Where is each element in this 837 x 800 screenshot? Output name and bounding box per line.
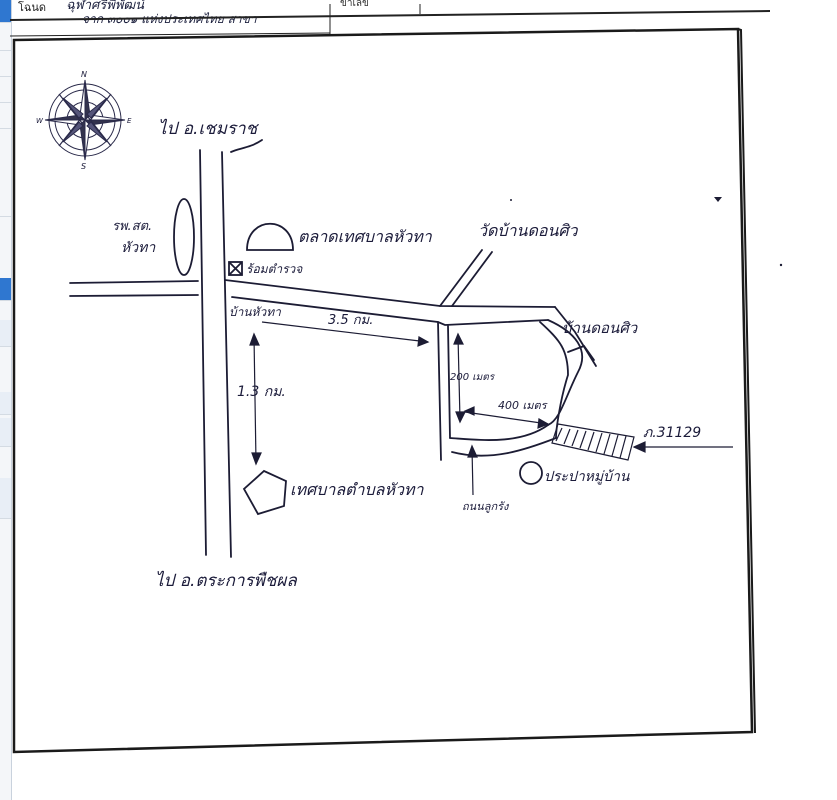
map-frame xyxy=(12,27,756,754)
compass-rose-icon xyxy=(44,79,126,161)
window-edge-row xyxy=(0,418,11,447)
police-cross-icon xyxy=(228,261,243,276)
window-edge-tab xyxy=(0,278,11,301)
top-handwriting-line-1: ฉุฬาศรีพิพัฒน์ xyxy=(66,0,145,13)
window-edge-row xyxy=(0,112,11,129)
label-police-box: ร้อมตำรวจ xyxy=(246,262,303,276)
label-to-south: ไป อ.ตระการพืชผล xyxy=(155,570,298,591)
window-edge-row xyxy=(0,478,11,519)
label-distance-400m: 400 เมตร xyxy=(498,399,549,412)
window-edge-row xyxy=(0,320,11,347)
window-edge-row xyxy=(0,392,11,415)
label-road-name: ถนนลูกรัง xyxy=(462,500,510,513)
municipality-pentagon-icon xyxy=(242,469,287,516)
window-edge-header xyxy=(0,0,11,23)
ink-marks xyxy=(510,197,783,267)
deed-field-label: โฉนด xyxy=(18,1,47,14)
landmarks xyxy=(173,198,543,516)
window-edge-row xyxy=(0,60,11,77)
label-hospital-line2: หัวทา xyxy=(121,240,156,256)
label-distance-south: 1.3 กม. xyxy=(237,384,286,400)
market-symbol-icon xyxy=(246,223,294,251)
roads xyxy=(69,139,597,558)
hospital-symbol-icon xyxy=(173,198,195,276)
label-hospital-line1: รพ.สต. xyxy=(112,219,152,234)
compass-east: E xyxy=(127,117,132,125)
form-lines xyxy=(9,4,771,37)
label-market: ตลาดเทศบาลหัวทา xyxy=(298,227,433,246)
label-distance-east: 3.5 กม. xyxy=(328,313,373,328)
label-temple: วัดบ้านดอนศิว xyxy=(478,221,579,240)
label-to-north: ไป อ.เชมราช xyxy=(158,118,260,139)
window-edge-row xyxy=(0,86,11,103)
label-distance-200m: 200 เมตร xyxy=(450,372,496,383)
label-water-supply: ประปาหมู่บ้าน xyxy=(544,469,630,485)
background-window-edge xyxy=(0,0,12,800)
label-village-center: บ้านหัวทา xyxy=(229,305,282,319)
window-edge-row xyxy=(0,30,11,51)
compass-west: W xyxy=(36,117,44,125)
police-box-icon xyxy=(228,261,243,276)
distance-arrows xyxy=(249,321,733,496)
label-parcel-number: ภ.31129 xyxy=(643,425,701,441)
window-edge-row xyxy=(0,200,11,217)
water-supply-icon xyxy=(519,461,543,485)
label-municipality: เทศบาลตำบลหัวทา xyxy=(290,480,425,499)
land-parcel xyxy=(551,423,635,461)
label-village-right: บ้านดอนศิว xyxy=(562,319,639,337)
number-field-label: ขาเลข xyxy=(340,0,369,9)
compass-north: N xyxy=(81,70,87,79)
compass-south: S xyxy=(81,162,86,171)
